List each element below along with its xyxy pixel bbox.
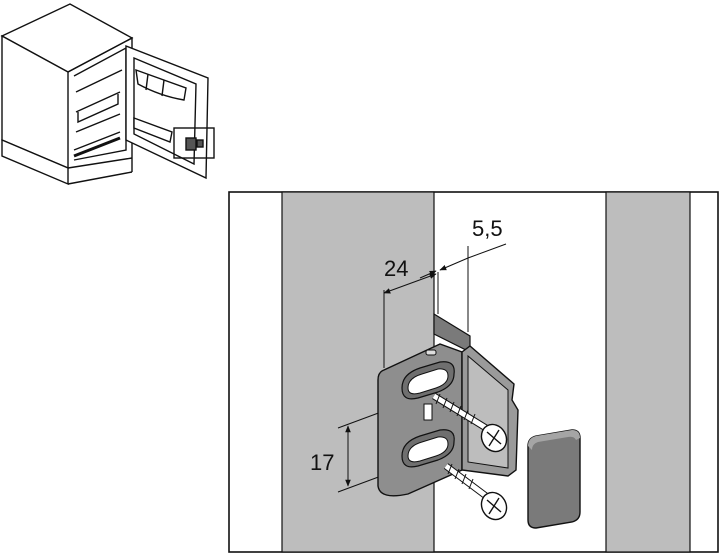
dimension-24: 24 [383,256,439,368]
cover-cap [527,429,581,529]
side-panel-right [605,191,691,553]
dimension-5-5-label: 5,5 [472,216,503,241]
lower-screw [443,463,508,521]
cabinet-overview [0,3,215,186]
hinge-location-icon [185,137,204,151]
lower-slot [401,429,455,468]
upper-slot [401,361,455,400]
dimension-17-label: 17 [310,450,334,475]
dimension-24-label: 24 [384,256,408,281]
dimension-17: 17 [310,407,393,493]
upper-screw [432,393,508,453]
dimension-5-5: 5,5 [419,216,507,332]
